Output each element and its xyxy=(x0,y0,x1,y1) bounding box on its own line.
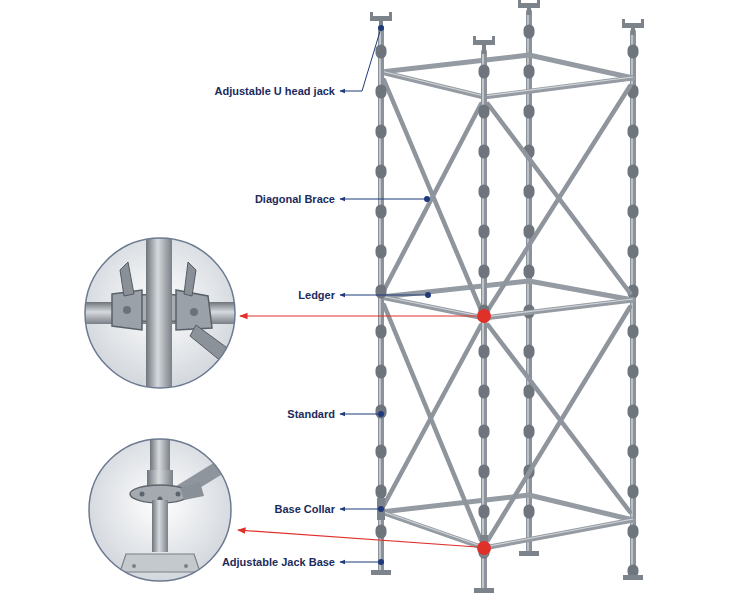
back-standards xyxy=(528,12,633,575)
ledger-label: Ledger xyxy=(0,288,335,302)
front-standards xyxy=(377,28,488,588)
jack-label: Adjustable U head jack xyxy=(0,84,335,98)
joint-detail-inset xyxy=(60,230,260,400)
u-head-jacks xyxy=(370,0,644,54)
base-detail-inset xyxy=(89,430,240,581)
diagonal-braces xyxy=(384,80,630,540)
jack-base-plates xyxy=(371,551,643,593)
leader-lines xyxy=(340,28,428,562)
brace-label: Diagonal Brace xyxy=(0,192,335,206)
base-label: Adjustable Jack Base xyxy=(0,555,335,569)
standard-label: Standard xyxy=(0,407,335,421)
detail-pointers xyxy=(238,309,491,555)
collar-label: Base Collar xyxy=(0,502,335,516)
leader-dots xyxy=(378,25,431,565)
ledgers xyxy=(381,55,633,548)
ledger-highlights xyxy=(381,71,633,547)
